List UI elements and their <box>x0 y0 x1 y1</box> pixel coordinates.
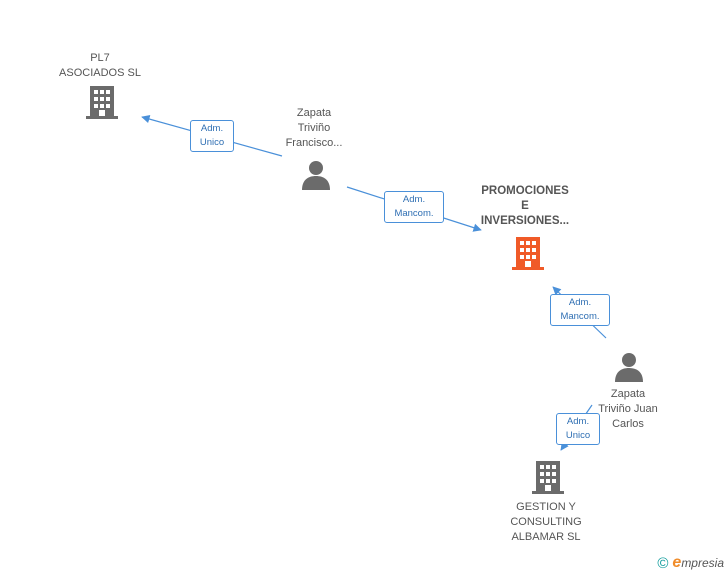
building-icon[interactable] <box>512 236 544 270</box>
footer-brand: © empresia <box>657 554 724 572</box>
node-label-juan-carlos: Zapata Triviño Juan Carlos <box>598 388 658 430</box>
node-label-francisco: Zapata Triviño Francisco... <box>285 107 343 149</box>
edge-label-juancarlos-gestion[interactable]: Adm. Unico <box>556 413 600 445</box>
edge-label-juancarlos-promociones[interactable]: Adm. Mancom. <box>550 294 610 326</box>
brand-initial: e <box>672 554 682 571</box>
edge-label-francisco-promociones[interactable]: Adm. Mancom. <box>384 191 444 223</box>
copyright-icon: © <box>657 554 669 572</box>
node-label-promociones: PROMOCIONES E INVERSIONES... <box>480 185 570 227</box>
node-label-pl7: PL7 ASOCIADOS SL <box>59 52 141 79</box>
edge-label-francisco-pl7[interactable]: Adm. Unico <box>190 120 234 152</box>
building-icon[interactable] <box>532 460 564 494</box>
person-icon[interactable] <box>301 160 331 190</box>
building-icon[interactable] <box>86 85 118 119</box>
node-label-gestion: GESTION Y CONSULTING ALBAMAR SL <box>510 501 582 543</box>
person-icon[interactable] <box>614 352 644 382</box>
brand-logo[interactable]: empresia <box>672 554 724 572</box>
brand-text: mpresia <box>681 556 724 570</box>
